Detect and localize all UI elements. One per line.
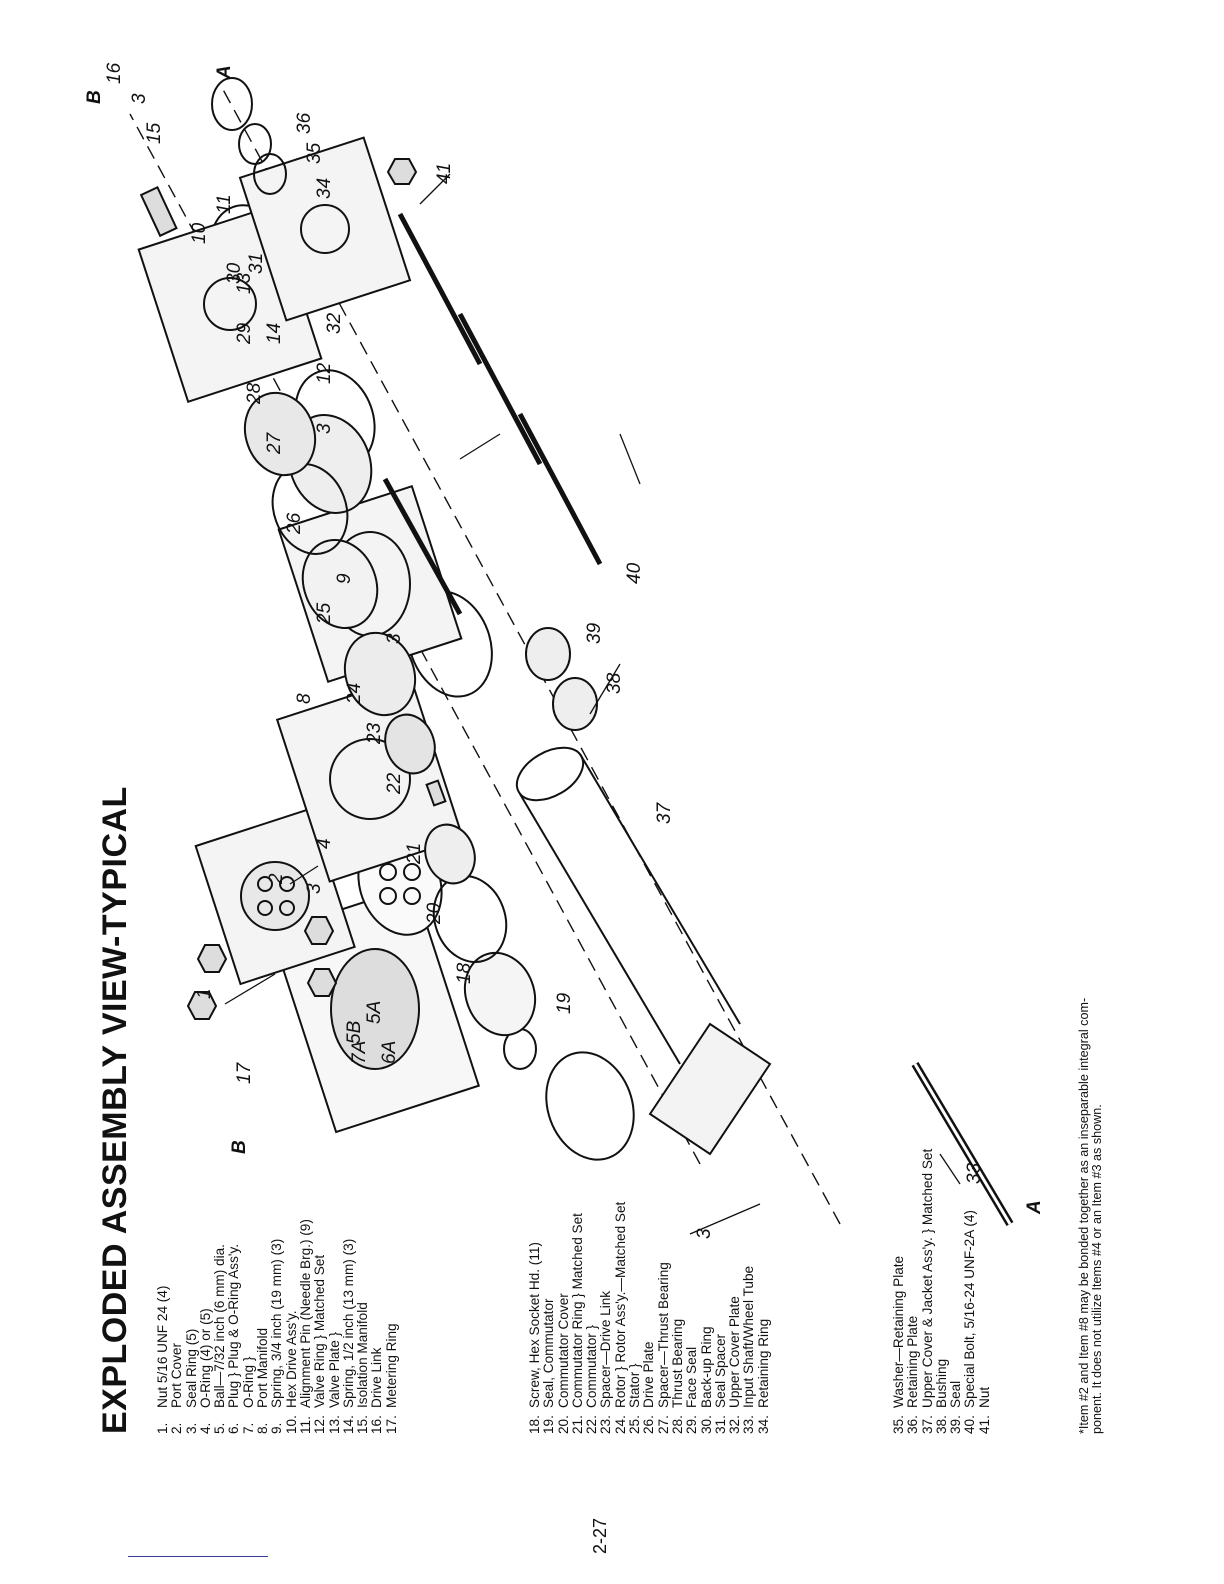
callout-14: 14 <box>264 323 285 344</box>
callout-8: 8 <box>294 693 315 704</box>
callout-13: 13 <box>234 272 255 294</box>
callout-1: 1 <box>194 988 215 999</box>
leader-lines <box>224 173 961 1235</box>
callout-28: 28 <box>244 382 265 405</box>
callout-26: 26 <box>284 512 305 535</box>
upper-cover-plate-part <box>238 136 412 322</box>
upper-cover-jacket-part <box>515 746 772 1156</box>
callout-39: 39 <box>584 622 605 644</box>
callout-36: 36 <box>294 112 315 134</box>
callout-16: 16 <box>104 62 125 84</box>
callout-18: 18 <box>454 962 475 984</box>
callout-11: 11 <box>214 194 235 214</box>
drive-link-part <box>139 186 178 238</box>
callout-23: 23 <box>364 722 385 745</box>
nut-parts <box>186 916 338 1020</box>
callout-3b: 3 <box>694 1228 715 1239</box>
callout-31: 31 <box>246 253 267 274</box>
callout-22: 22 <box>384 772 405 795</box>
callout-labels: 1 2 3 3 3 3 3 4 5A 5B 6A 7A 8 9 10 11 12… <box>84 62 1045 1239</box>
callout-10: 10 <box>189 222 210 244</box>
callout-41: 41 <box>434 163 455 184</box>
callout-34: 34 <box>314 178 335 199</box>
callout-29: 29 <box>234 322 255 345</box>
callout-b-left: B <box>229 1140 250 1154</box>
callout-4: 4 <box>314 838 335 849</box>
callout-5a: 5A <box>364 1001 385 1024</box>
callout-3d: 3 <box>314 423 335 434</box>
callout-37: 37 <box>654 801 675 824</box>
callout-30: 30 <box>224 262 245 284</box>
callout-7a: 7A <box>349 1041 370 1064</box>
callout-17: 17 <box>234 1061 255 1084</box>
callout-21: 21 <box>404 843 425 865</box>
input-shaft-part <box>911 1061 1014 1227</box>
bottom-edge-rule <box>128 1556 268 1557</box>
commutator-group-parts <box>424 823 537 1070</box>
retaining-parts <box>211 77 287 195</box>
callout-6a: 6A <box>379 1041 400 1064</box>
callout-25: 25 <box>314 602 335 625</box>
callout-32: 32 <box>324 312 345 334</box>
callout-b-right: B <box>84 90 105 104</box>
callout-33: 33 <box>964 1162 985 1184</box>
special-bolt-parts <box>382 212 603 616</box>
callout-24: 24 <box>344 683 365 705</box>
callout-3a: 3 <box>304 883 325 894</box>
callout-19: 19 <box>554 992 575 1014</box>
callout-27: 27 <box>264 431 285 455</box>
callout-20: 20 <box>424 902 445 925</box>
callout-5b: 5B <box>344 1020 365 1044</box>
callout-3e: 3 <box>129 93 150 104</box>
callout-3c: 3 <box>384 633 405 644</box>
bearing-group-parts <box>243 391 379 630</box>
nut-41-part <box>386 158 418 185</box>
callout-38: 38 <box>604 672 625 694</box>
bushing-seal-parts <box>525 627 598 731</box>
callout-a-left: A <box>1024 1200 1045 1215</box>
callout-9: 9 <box>334 573 355 584</box>
callout-12: 12 <box>314 362 335 384</box>
rotor-stator-parts <box>343 631 447 807</box>
callout-15: 15 <box>144 122 165 144</box>
callout-2: 2 <box>266 873 287 885</box>
callout-35: 35 <box>304 142 325 164</box>
callout-a-right: A <box>214 65 235 80</box>
callout-40: 40 <box>624 562 645 584</box>
